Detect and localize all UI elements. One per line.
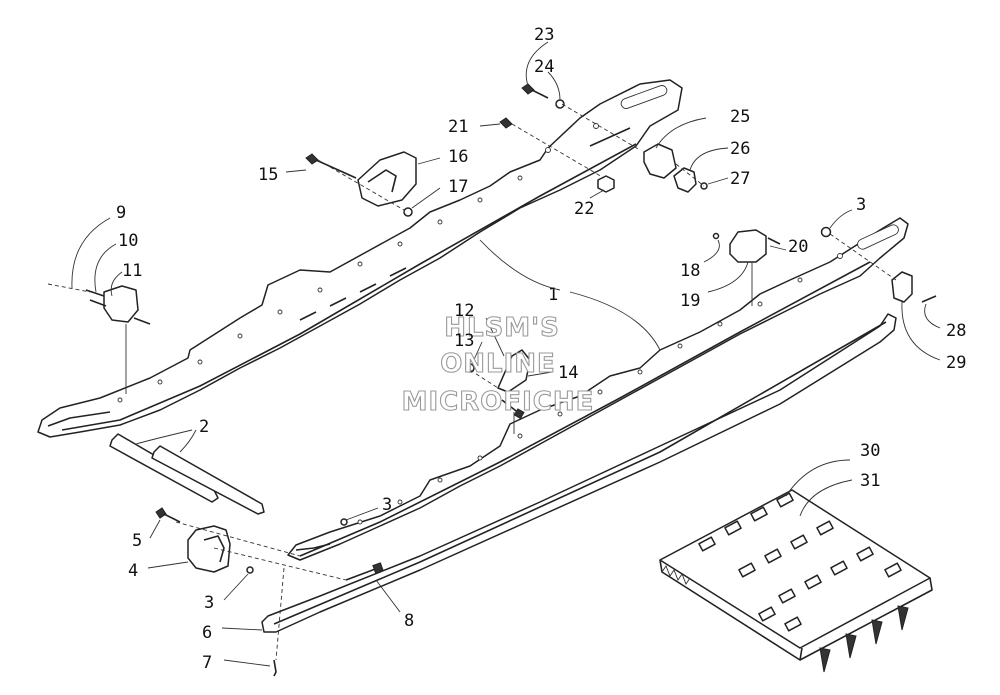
callout-11: 11 — [122, 261, 142, 281]
callout-31: 31 — [860, 471, 880, 491]
callout-23: 23 — [534, 25, 554, 45]
nut-3-upper — [820, 226, 832, 238]
cross-shafts — [109, 433, 265, 515]
callout-1: 1 — [548, 285, 558, 305]
callout-29: 29 — [946, 353, 966, 373]
bolt-23 — [521, 83, 549, 99]
callout-3-rail: 3 — [382, 495, 392, 515]
callout-28: 28 — [946, 321, 966, 341]
callout-10: 10 — [118, 231, 138, 251]
callout-2: 2 — [199, 417, 209, 437]
right-slide-rail — [287, 217, 909, 561]
callout-19: 19 — [680, 291, 700, 311]
callout-5: 5 — [132, 531, 142, 551]
nut-18 — [712, 232, 720, 240]
callout-4: 4 — [128, 561, 138, 581]
wear-strip — [261, 313, 897, 633]
nut-3-lower — [246, 566, 254, 574]
callout-labels: 1 2 3 3 3 4 5 6 7 8 9 10 11 12 13 14 15 … — [116, 25, 966, 673]
spacer-26 — [673, 167, 697, 193]
callout-9: 9 — [116, 203, 126, 223]
bracket-12-14 — [465, 349, 531, 420]
callout-25: 25 — [730, 107, 750, 127]
callout-14: 14 — [558, 363, 578, 383]
front-bumper-stop — [187, 525, 231, 573]
callout-27: 27 — [730, 169, 750, 189]
callout-13: 13 — [454, 331, 474, 351]
callout-8: 8 — [404, 611, 414, 631]
bumper-19 — [729, 229, 767, 263]
callout-30: 30 — [860, 441, 880, 461]
callout-12: 12 — [454, 301, 474, 321]
bolt-28 — [921, 295, 937, 303]
callout-26: 26 — [730, 139, 750, 159]
watermark-line-3: MICROFICHE — [402, 387, 595, 417]
nut-3-rail — [340, 518, 348, 526]
bumper-16 — [357, 151, 417, 207]
watermark-line-1: HLSM'S — [444, 313, 560, 343]
callout-24: 24 — [534, 57, 554, 77]
watermark: HLSM'S ONLINE MICROFICHE — [401, 312, 595, 417]
watermark-line-2: ONLINE — [440, 349, 556, 379]
callout-18: 18 — [680, 261, 700, 281]
bumper-25 — [643, 143, 677, 179]
callout-20: 20 — [788, 237, 808, 257]
callout-7: 7 — [202, 653, 212, 673]
bolt-21 — [499, 117, 513, 129]
bracket-29 — [891, 271, 913, 303]
bolt-8 — [345, 562, 384, 581]
callout-21: 21 — [448, 117, 468, 137]
callout-17: 17 — [448, 177, 468, 197]
callout-15: 15 — [258, 165, 278, 185]
bolt-15 — [305, 153, 357, 179]
nut-17 — [403, 207, 413, 217]
callout-3-upper: 3 — [856, 195, 866, 215]
leader-lines — [47, 41, 941, 667]
track — [659, 489, 933, 673]
screw-7 — [273, 659, 277, 677]
callout-6: 6 — [202, 623, 212, 643]
callout-22: 22 — [574, 199, 594, 219]
bolt-5 — [155, 507, 181, 523]
callout-3-lower: 3 — [204, 593, 214, 613]
rear-bumper-stop-left — [85, 285, 151, 325]
left-slide-rail — [37, 79, 683, 438]
callout-16: 16 — [448, 147, 468, 167]
spacer-22 — [597, 175, 615, 193]
bolt-20 — [767, 237, 781, 245]
